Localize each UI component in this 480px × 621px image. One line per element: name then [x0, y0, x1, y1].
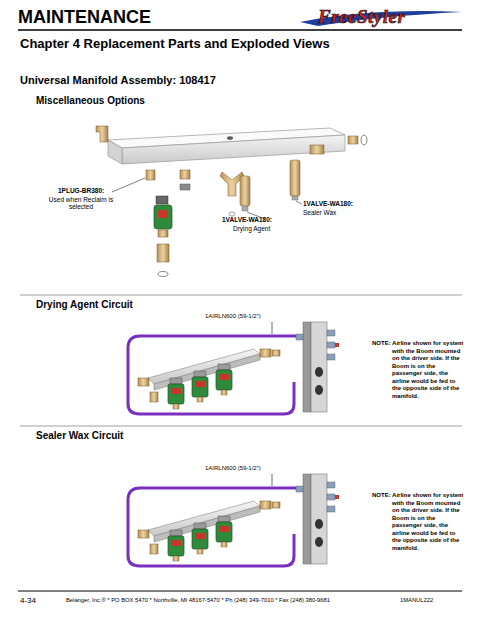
section-rule — [20, 426, 462, 427]
manifold-exploded — [96, 126, 367, 277]
subsection-heading: Sealer Wax Circuit — [36, 430, 123, 442]
part-note: Used when Reclaim is selected — [46, 196, 116, 211]
brand-logo: FreeStyler — [318, 6, 405, 28]
section-header: MAINTENANCE — [18, 7, 151, 28]
part-number: 1PLUG-BR380: — [58, 187, 104, 194]
subsection-heading: Miscellaneous Options — [36, 95, 145, 107]
part-number: 1VALVE-WA180: — [303, 200, 353, 207]
drying-circuit-drawing — [128, 322, 339, 414]
header-rule — [18, 29, 462, 31]
subsection-heading: Drying Agent Circuit — [36, 299, 133, 311]
sealer-circuit-drawing — [128, 474, 339, 566]
doc-number: 1MANUL222 — [400, 597, 433, 604]
page-number: 4-34 — [20, 596, 36, 605]
note-text: NOTE: Airline shown for system with the … — [372, 340, 464, 400]
chapter-title: Chapter 4 Replacement Parts and Exploded… — [20, 37, 330, 52]
part-number: 1AIRLN600 (59-1/2") — [205, 313, 261, 320]
part-number: 1AIRLN600 (59-1/2") — [205, 465, 261, 472]
assembly-heading: Universal Manifold Assembly: 108417 — [20, 74, 216, 87]
note-text: NOTE: Airline shown for system with the … — [372, 492, 464, 552]
footer-rule — [18, 591, 462, 592]
footer-address: Belanger, Inc.® * PO BOX 5470 * Northvil… — [66, 597, 330, 604]
part-note: Drying Agent — [233, 225, 270, 232]
part-note: Sealer Wax — [303, 209, 336, 216]
part-number: 1VALVE-WA180: — [222, 216, 272, 223]
section-rule — [20, 295, 462, 296]
